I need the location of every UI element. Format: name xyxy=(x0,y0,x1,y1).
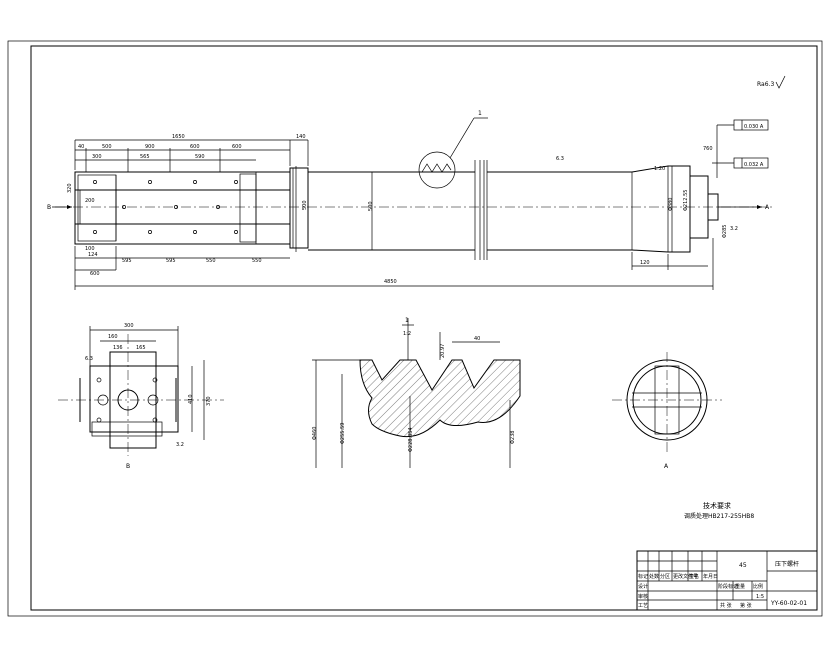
dim-left-2: 500 xyxy=(302,200,308,210)
detail-dim-5: Φ238 xyxy=(510,431,516,444)
view-arrow-B: B xyxy=(47,204,51,211)
viewB-dim-1: 160 xyxy=(108,334,118,340)
tb-scale-label: 比例 xyxy=(753,583,763,590)
dim-top2-0: 300 xyxy=(92,154,102,160)
tolerance-1-text: 0.030 A xyxy=(744,124,764,130)
detail-dim-0: 20.97 xyxy=(440,344,446,358)
tb-part-name: 压下螺杆 xyxy=(775,560,799,568)
viewB-dim-4: 410 xyxy=(188,394,194,404)
tb-material: 45 xyxy=(739,562,747,569)
roughness-journal: 3.2 xyxy=(730,226,738,232)
detail-label: 1 xyxy=(405,317,409,324)
tb-role-review: 审核 xyxy=(638,593,648,600)
viewB-dim-0: 300 xyxy=(124,323,134,329)
viewB-dim-3: 165 xyxy=(136,345,146,351)
dim-right-0: 760 xyxy=(703,146,713,152)
dim-top-2: 1650 xyxy=(172,134,185,140)
main-view: 1 B A 40 500 1650 900 600 600 140 300 56… xyxy=(47,110,775,290)
dim-top-0: 40 xyxy=(78,144,84,150)
detail-dim-2: Φ460 xyxy=(312,427,318,440)
dim-left-0: 320 xyxy=(67,183,73,193)
detail-dim-4: Φ228.854 xyxy=(408,427,414,452)
dim-bottom-5: 550 xyxy=(252,258,262,264)
tb-row-label-3: 更改文件号 xyxy=(673,573,698,580)
dim-bottom-4: 550 xyxy=(206,258,216,264)
roughness-shaft: 6.3 xyxy=(556,156,564,162)
dim-right-5: Φ285 xyxy=(722,225,728,238)
tb-stage-label: 阶段标记 xyxy=(718,583,738,590)
dim-right-1: Φ380 xyxy=(668,198,674,211)
outer-border xyxy=(7,40,823,617)
viewB-roughness-2: 3.2 xyxy=(176,442,184,448)
dim-bottom-2: 595 xyxy=(122,258,132,264)
dim-bottom-1: 124 xyxy=(88,252,98,258)
dim-top-7: 140 xyxy=(296,134,306,140)
viewA-label: A xyxy=(664,463,669,470)
tb-sheets-total: 共 张 xyxy=(720,602,732,609)
detail-dim-3: Φ255.59 xyxy=(340,423,346,444)
dim-left-1: 200 xyxy=(85,198,95,204)
tb-sheet-no: 第 张 xyxy=(740,602,752,609)
view-A: A xyxy=(612,352,722,470)
viewB-dim-2: 136 xyxy=(113,345,123,351)
detail-1-thread: 20.97 40 Φ460 Φ255.59 Φ228.854 Φ238 1 1:… xyxy=(312,317,521,468)
dim-left-5: 500 xyxy=(368,201,374,211)
notes-line-1: 调质处理HB217-255HB8 xyxy=(684,512,754,520)
detail-callout-1: 1 xyxy=(478,110,482,117)
global-roughness-symbol: Ra6.3 xyxy=(757,75,786,89)
tb-row-label-5: 年月日 xyxy=(703,573,718,580)
tb-row-label-2: 分区 xyxy=(660,573,670,580)
dim-top-1: 500 xyxy=(102,144,112,150)
dim-top-4: 600 xyxy=(190,144,200,150)
thread-section-hatch xyxy=(359,359,521,438)
tb-role-process: 工艺 xyxy=(638,603,648,609)
view-arrow-A: A xyxy=(765,204,770,211)
viewB-label: B xyxy=(126,463,130,470)
tb-role-designer: 设计 xyxy=(638,583,648,590)
inner-frame xyxy=(30,45,818,611)
tolerance-2-text: 0.032 A xyxy=(744,162,764,168)
tolerance-frame-1: 0.030 A xyxy=(716,119,769,178)
dim-bottom-3: 595 xyxy=(166,258,176,264)
tb-row-label-4: 签名 xyxy=(689,573,699,580)
dim-right-2: Φ212.55 xyxy=(683,190,689,211)
technical-requirements: 技术要求 调质处理HB217-255HB8 xyxy=(684,501,754,520)
detail-scale: 1:2 xyxy=(403,331,411,337)
dim-top2-1: 565 xyxy=(140,154,150,160)
viewB-roughness-1: 6.3 xyxy=(85,356,93,362)
tolerance-frame-2: 0.032 A xyxy=(712,157,769,169)
title-block: 标记 处数 分区 更改文件号 签名 年月日 设计 审核 工艺 阶段标记 重量 比… xyxy=(636,550,818,611)
dim-bottom-0: 600 xyxy=(90,271,100,277)
detail-dim-1: 40 xyxy=(474,336,480,342)
view-B: 300 160 136 165 410 370 6.3 3.2 B xyxy=(58,323,224,470)
dim-top-5: 600 xyxy=(232,144,242,150)
tb-scale-value: 1:5 xyxy=(756,594,764,600)
dim-top-3: 900 xyxy=(145,144,155,150)
dim-top2-2: 590 xyxy=(195,154,205,160)
tb-row-label-0: 标记 xyxy=(638,573,648,580)
global-roughness-text: Ra6.3 xyxy=(757,81,774,88)
tb-drawing-number: YY-60-02-01 xyxy=(770,600,807,607)
dim-bottom-6: 120 xyxy=(640,260,650,266)
dim-bottom-total: 4850 xyxy=(384,279,397,285)
taper-slope: 1:20 xyxy=(654,166,665,172)
notes-title: 技术要求 xyxy=(703,501,731,510)
viewB-dim-8: 370 xyxy=(206,396,212,406)
tb-row-label-1: 处数 xyxy=(649,573,659,580)
tb-weight-label: 重量 xyxy=(735,583,745,590)
dim-left-3: 100 xyxy=(85,246,95,252)
